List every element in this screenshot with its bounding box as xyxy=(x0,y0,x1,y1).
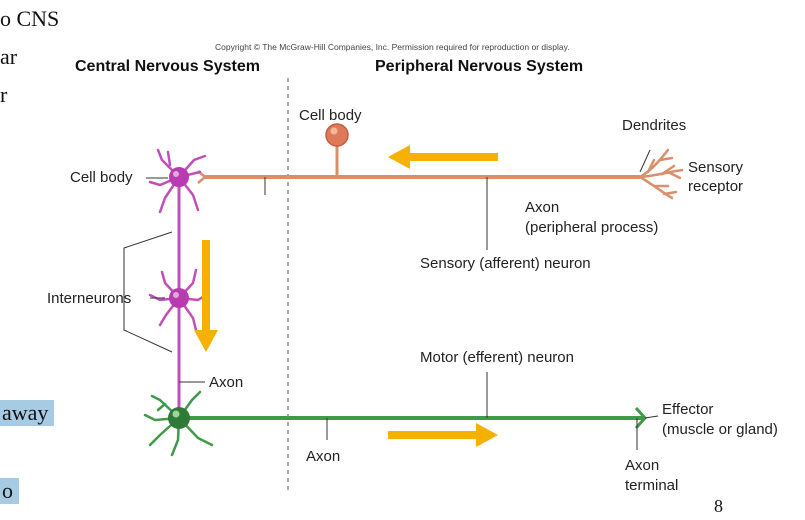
left-leader-lines xyxy=(123,177,205,383)
motor-neuron xyxy=(143,390,648,457)
label-axon-terminal-1: Axon xyxy=(625,457,659,474)
motor-cell-body xyxy=(168,407,190,429)
label-effector-2: (muscle or gland) xyxy=(662,421,778,438)
label-cell-body-sensory: Cell body xyxy=(299,107,362,124)
sensory-leader-lines xyxy=(486,149,651,250)
motor-leader-lines xyxy=(326,372,659,450)
page-number: 8 xyxy=(714,496,723,516)
arrow-motor-right xyxy=(388,423,498,447)
slide-text-fragment-1: o CNS xyxy=(0,6,60,31)
label-axon-inter: Axon xyxy=(209,374,243,391)
header-pns: Peripheral Nervous System xyxy=(375,58,583,75)
slide-text-fragment-2: ar xyxy=(0,44,18,69)
label-motor-neuron: Motor (efferent) neuron xyxy=(420,349,574,366)
label-dendrites: Dendrites xyxy=(622,117,686,134)
slide-text-fragment-3: r xyxy=(0,82,8,107)
slide-highlight-fragment-1: away xyxy=(0,400,55,426)
arrow-sensory-left xyxy=(388,145,498,169)
interneuron-cell-body-middle xyxy=(169,288,189,308)
arrow-interneuron-down xyxy=(194,240,218,352)
interneuron-cell-body-top xyxy=(169,167,189,187)
label-axon-peripheral-1: Axon xyxy=(525,199,559,216)
label-sensory-neuron: Sensory (afferent) neuron xyxy=(420,255,591,272)
copyright-notice: Copyright © The McGraw-Hill Companies, I… xyxy=(215,42,570,52)
label-interneurons: Interneurons xyxy=(47,290,131,307)
label-axon-terminal-2: terminal xyxy=(625,477,678,494)
label-sensory-receptor-2: receptor xyxy=(688,178,743,195)
sensory-cell-body xyxy=(325,123,349,147)
slide-highlight-fragment-2: o xyxy=(0,478,19,504)
label-cell-body-left: Cell body xyxy=(70,169,133,186)
signal-arrows xyxy=(194,145,498,447)
label-sensory-receptor-1: Sensory xyxy=(688,159,744,176)
label-axon-motor: Axon xyxy=(306,448,340,465)
interneuron-chain xyxy=(148,148,208,415)
label-axon-peripheral-2: (peripheral process) xyxy=(525,219,658,236)
label-effector-1: Effector xyxy=(662,401,713,418)
sensory-neuron xyxy=(197,123,684,200)
header-cns: Central Nervous System xyxy=(75,58,260,75)
sensory-receptor-dendrites xyxy=(638,148,684,200)
